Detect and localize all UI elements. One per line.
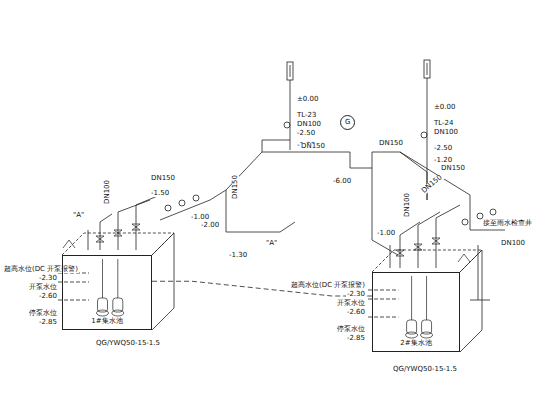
pipe-label: DN150 xyxy=(420,173,444,195)
sump-pit: 2#集水池 xyxy=(372,272,460,352)
pipe-label: 超高水位(DC 开泵报警) xyxy=(290,282,366,289)
pipe-label: DN100 xyxy=(500,240,526,247)
elevation-label: ±0.00 xyxy=(296,96,319,103)
pipe-label: QG/YWQ50-15-1.5 xyxy=(392,366,458,373)
pipe-label: DN150 xyxy=(232,174,239,200)
elevation-label: -2.30 xyxy=(38,275,58,282)
pipe-label: 开泵水位 xyxy=(336,300,366,307)
sump-pit: 1#集水池 xyxy=(62,255,152,330)
elevation-label: -2.50 xyxy=(296,130,316,137)
pipe-label: DN100 xyxy=(433,129,459,136)
section-marker: G xyxy=(340,115,355,130)
pipe-label: TL-24 xyxy=(433,120,455,127)
elevation-label: -2.30 xyxy=(346,291,366,298)
pipe-label: DN150 xyxy=(378,140,404,147)
pipe-label: "A" xyxy=(265,240,278,247)
pipe-label: QG/YWQ50-15-1.5 xyxy=(95,340,161,347)
pipe-label: 开泵水位 xyxy=(28,284,58,291)
pipe-label: 停泵水位 xyxy=(28,310,58,317)
pipe-label: 停泵水位 xyxy=(336,326,366,333)
pipe-label: "A" xyxy=(72,212,85,219)
elevation-label: -2.60 xyxy=(346,309,366,316)
elevation-label: -2.85 xyxy=(38,319,58,326)
pipe-label: DN150 xyxy=(440,165,466,172)
pipe-label: DN100 xyxy=(104,179,111,205)
node-text: 1#集水池 xyxy=(90,318,123,325)
dashed-section-line xyxy=(152,281,372,296)
node-text: G xyxy=(344,119,351,126)
elevation-label: -2.50 xyxy=(433,145,453,152)
elevation-label: -2.60 xyxy=(38,293,58,300)
elevation-label: -6.00 xyxy=(332,178,352,185)
pipe-label: DN100 xyxy=(296,121,322,128)
elevation-label: -1.50 xyxy=(150,190,170,197)
pipe-label: TL-23 xyxy=(296,112,318,119)
elevation-label: -2.00 xyxy=(200,222,220,229)
elevation-label: -1.20 xyxy=(433,157,453,164)
elevation-label: -2.85 xyxy=(346,335,366,342)
pipe-label: DN150 xyxy=(150,175,176,182)
pipe-label: DN100 xyxy=(404,192,411,218)
elevation-label: -1.00 xyxy=(376,230,396,237)
elevation-label: -1.00 xyxy=(190,214,210,221)
pipe-label: 接至雨水检查井 xyxy=(482,220,533,227)
node-text: 2#集水池 xyxy=(399,340,432,347)
elevation-label: -1.30 xyxy=(228,252,248,259)
pipe-label: 超高水位(DC 开泵报警) xyxy=(3,266,79,273)
pipe-label: DN150 xyxy=(300,143,326,150)
elevation-label: ±0.00 xyxy=(433,104,456,111)
